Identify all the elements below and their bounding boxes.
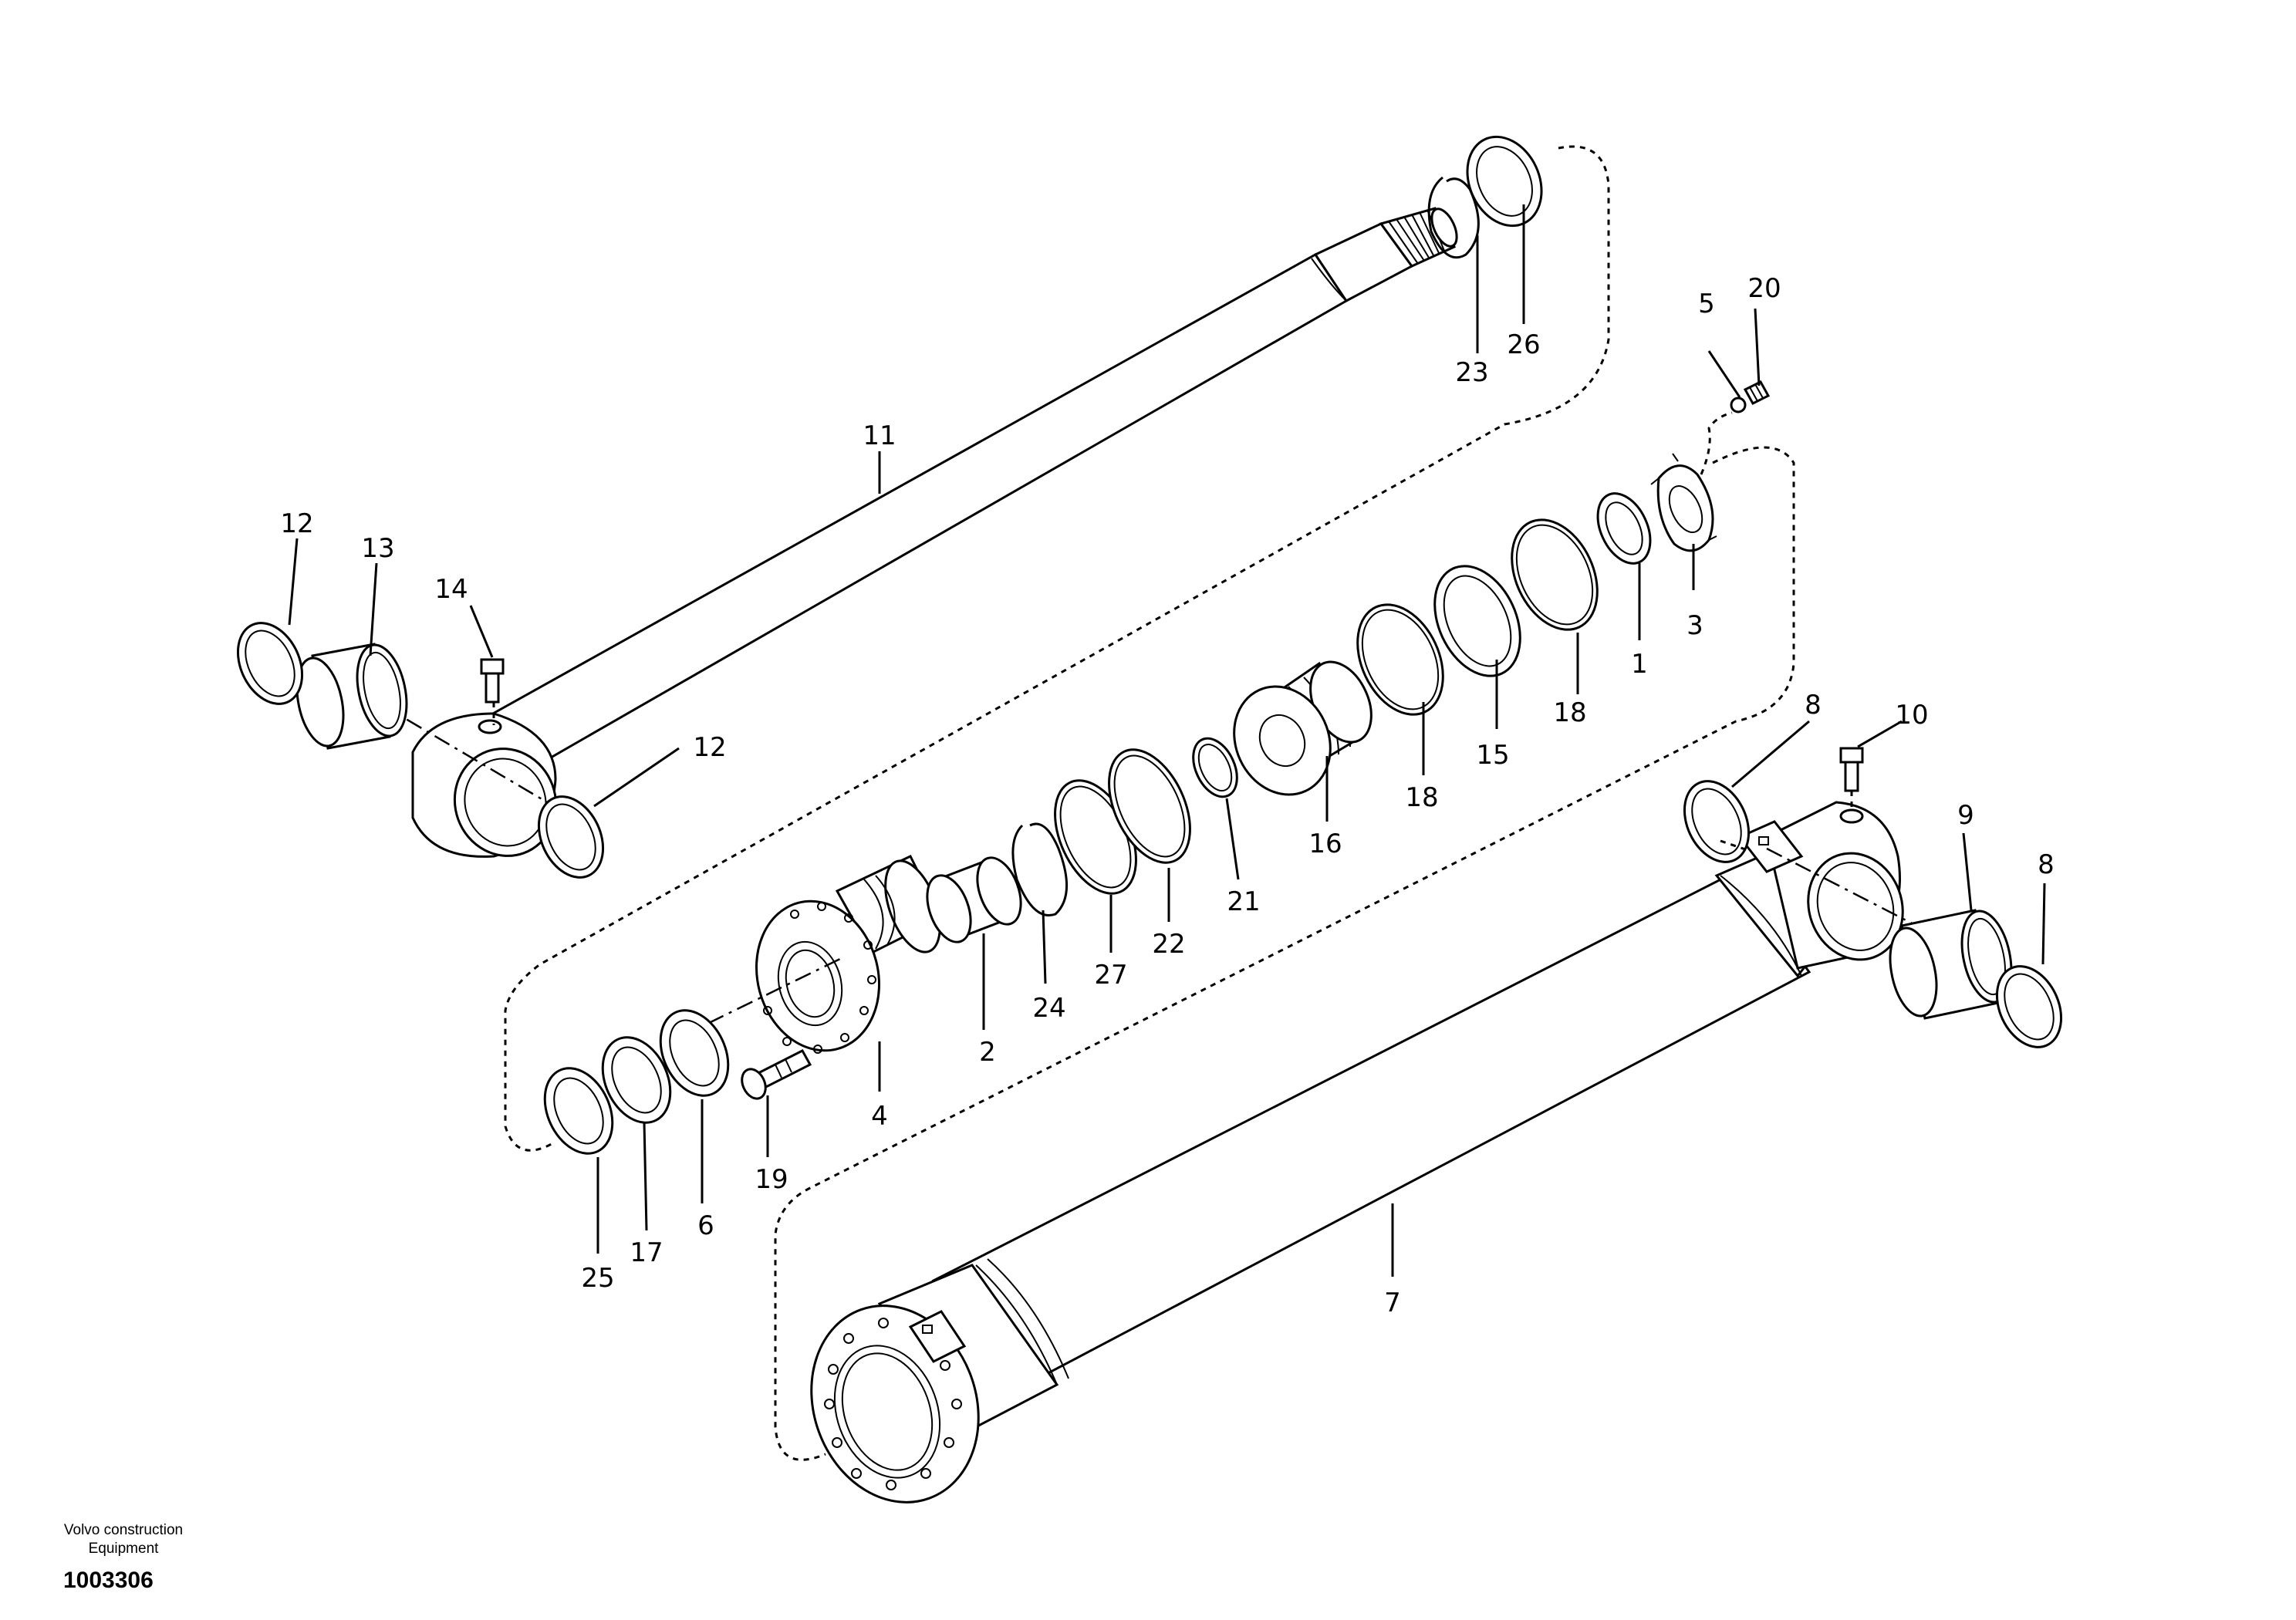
wear-ring-18b [1511,518,1599,631]
callout-7: 7 [1384,1288,1401,1318]
callout-27: 27 [1094,960,1127,991]
document-number: 1003306 [63,1568,154,1593]
piston-rod [350,207,1458,858]
callout-2: 2 [979,1037,996,1068]
callout-16: 16 [1308,829,1342,859]
callout-22: 22 [1152,929,1185,960]
assembly-path-piston [774,446,1795,1461]
seal-25 [543,1067,614,1155]
brand-text: Volvo construction Equipment [31,1521,216,1558]
callout-26: 26 [1507,329,1540,360]
leader-lines [288,204,2046,1277]
callout-23: 23 [1455,357,1488,388]
callout-labels: 11 12 13 14 12 23 26 5 20 3 1 18 15 18 1… [280,273,2054,1318]
rod-eye-ring-right [537,795,605,879]
callout-17: 17 [630,1237,663,1268]
grease-nipple-tube [1839,747,1864,810]
callout-6: 6 [697,1210,714,1241]
callout-11: 11 [863,420,896,451]
backup-ring-1 [1596,492,1652,565]
seal-6 [659,1009,730,1097]
callout-8a: 8 [1805,690,1822,721]
tube-eye-ring-left [1683,780,1751,863]
callout-19: 19 [755,1164,788,1195]
piston-nut [1650,453,1717,552]
rod-end-ring [1466,135,1543,228]
callout-18b: 18 [1553,697,1586,728]
assembly-path-nut [1700,411,1733,475]
socket-head-bolt [741,1049,812,1100]
rod-eye-bushing [295,643,408,750]
callout-15: 15 [1476,740,1509,771]
callout-10: 10 [1895,700,1928,731]
snap-ring-rod-end [1427,176,1480,259]
callout-20: 20 [1747,273,1781,304]
callout-12a: 12 [280,508,313,539]
piston [1233,660,1373,796]
callout-1: 1 [1631,649,1648,680]
ring-22 [1108,748,1191,864]
callout-18a: 18 [1405,782,1438,813]
brand-line-2: Equipment [88,1541,159,1557]
callout-3: 3 [1687,610,1703,641]
assembly-path-rod [504,145,1610,1152]
brand-line-1: Volvo construction [63,1522,184,1538]
snap-ring-24 [1011,822,1068,916]
rod-eye-ring-left [236,622,304,705]
piston-seal-15 [1433,565,1521,677]
cylinder-tube [810,801,2022,1504]
callout-5: 5 [1698,289,1715,319]
callout-9: 9 [1957,800,1974,831]
grease-nipple-rod [480,658,505,725]
tube-eye-ring-right [1995,965,2063,1048]
callout-14: 14 [434,574,468,605]
o-ring-21 [1192,737,1238,798]
callout-12b: 12 [693,732,726,763]
callout-13: 13 [361,533,394,564]
seal-17 [601,1036,672,1124]
set-screw [1743,380,1771,405]
callout-21: 21 [1227,886,1260,917]
cylinder-head [678,855,944,1054]
head-bushing [926,856,1022,943]
callout-4: 4 [871,1101,888,1132]
callout-8b: 8 [2038,849,2055,880]
callout-25: 25 [581,1263,614,1294]
steel-ball [1730,397,1747,413]
callout-24: 24 [1032,993,1065,1024]
